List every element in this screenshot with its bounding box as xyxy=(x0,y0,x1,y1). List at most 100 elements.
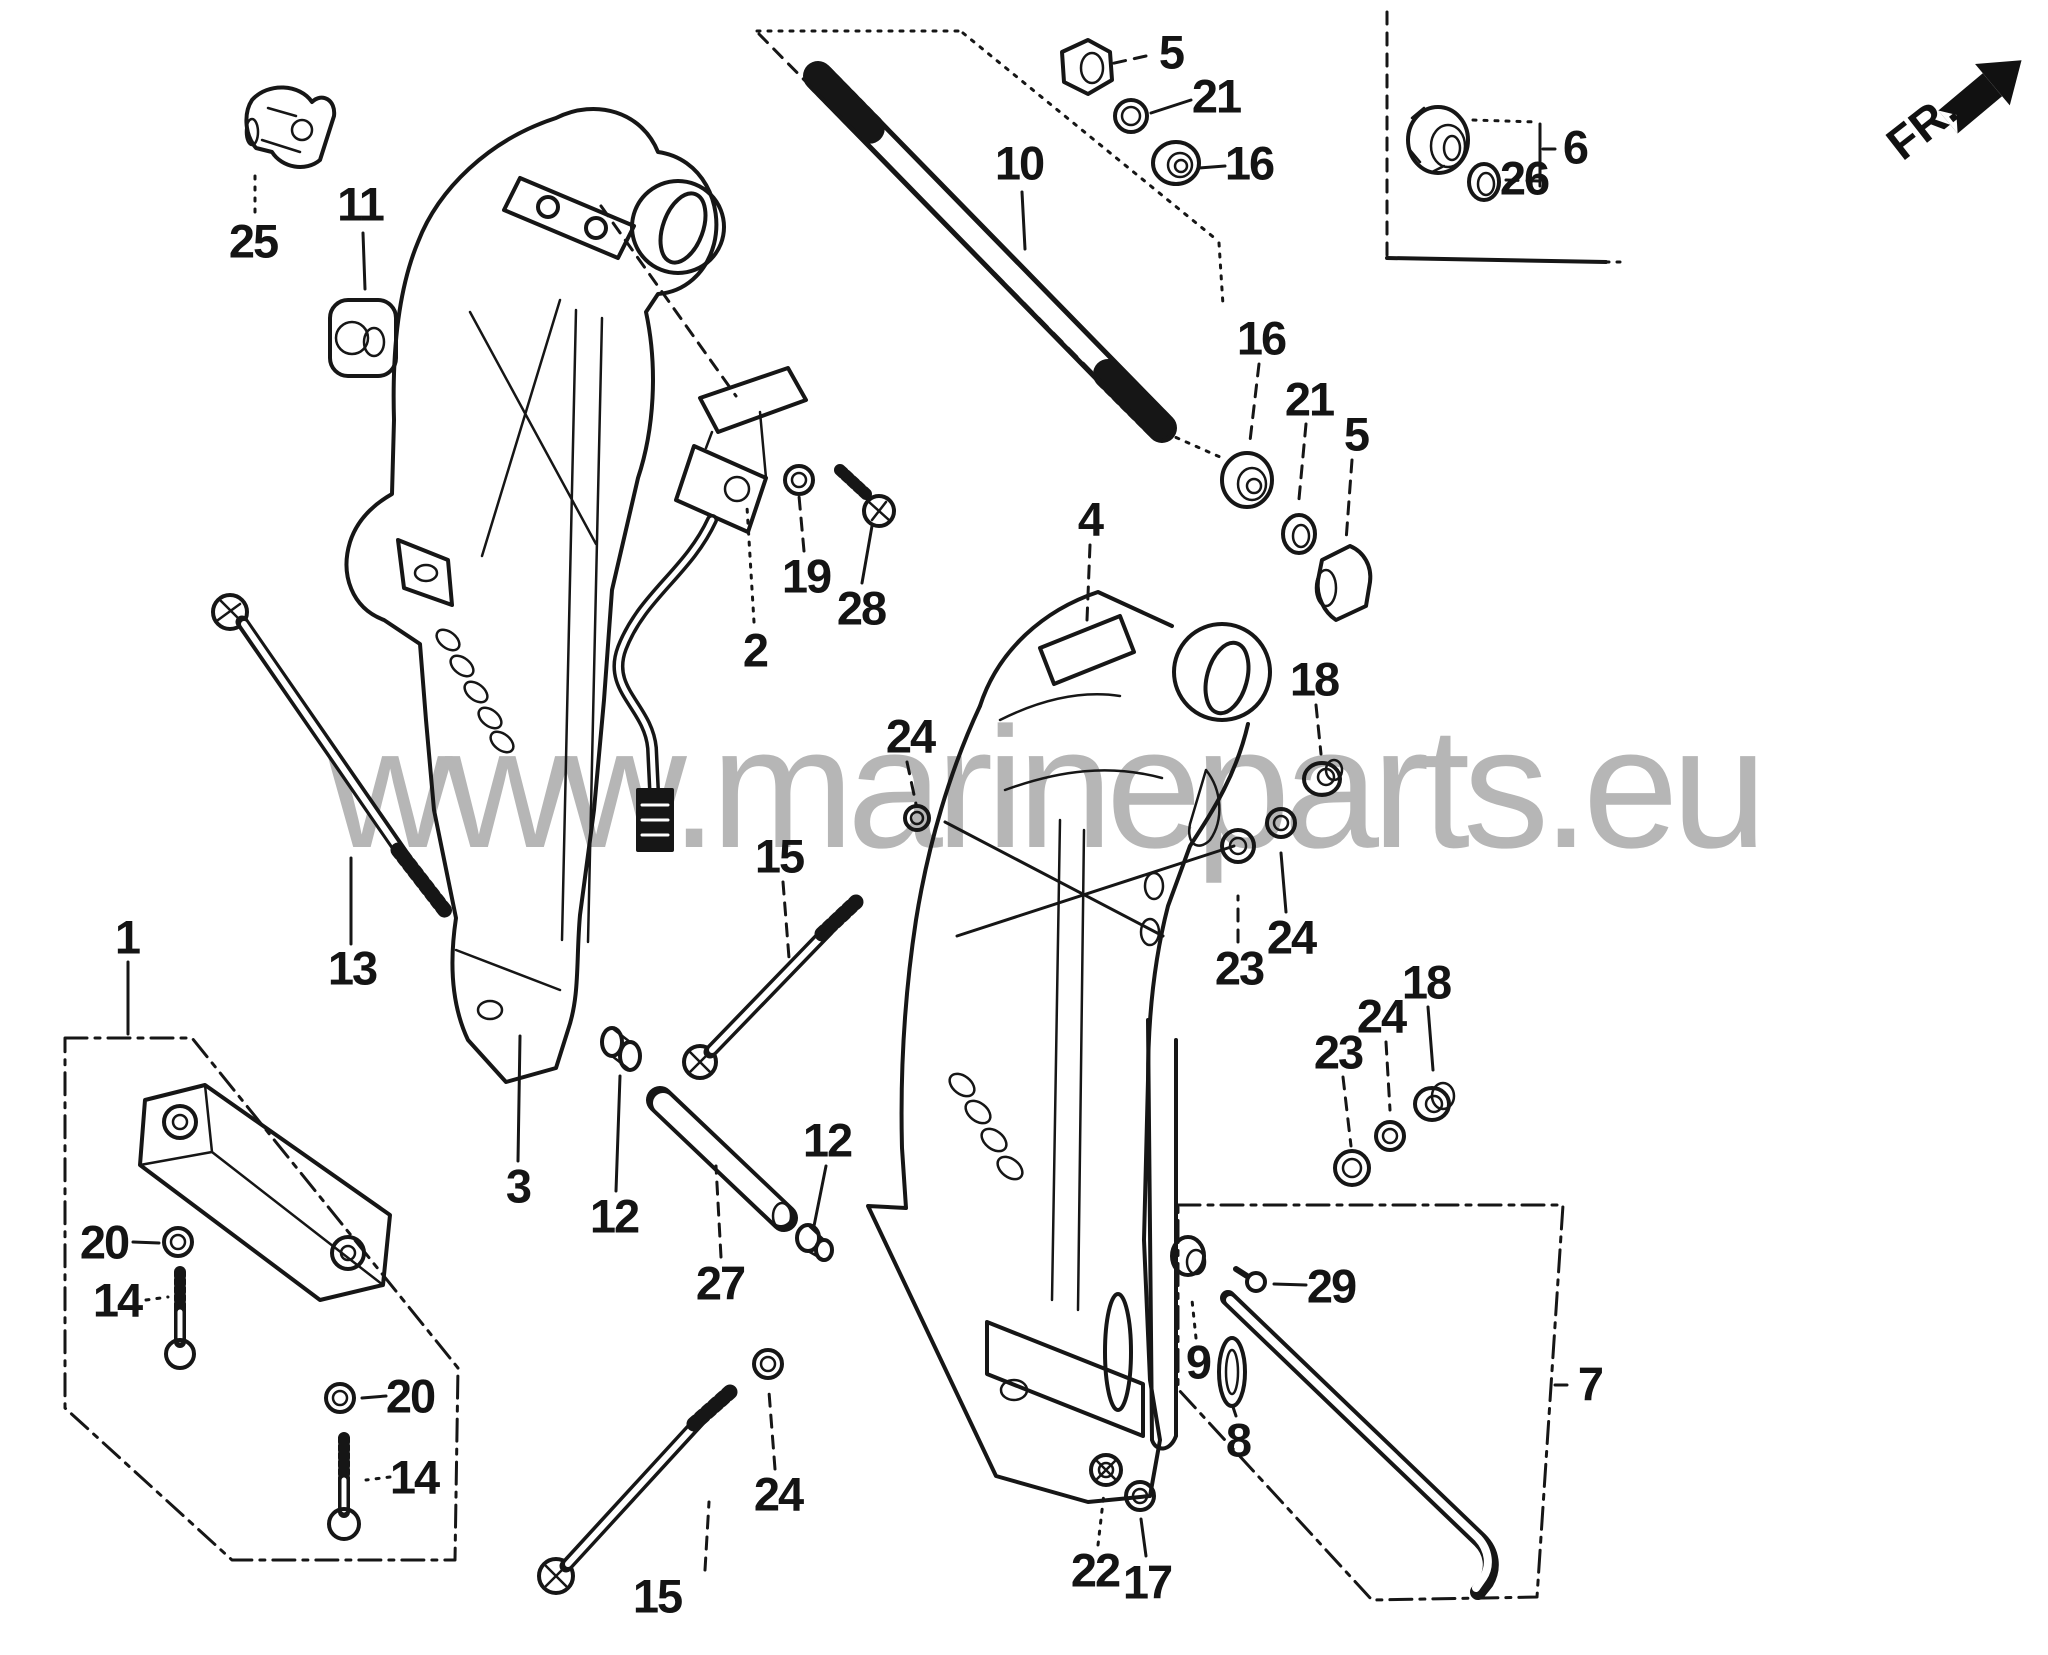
part-callout-24: 24 xyxy=(1356,989,1407,1043)
nut-24-mid-drawing xyxy=(903,804,931,832)
part-callout-20: 20 xyxy=(79,1215,130,1269)
leader-line xyxy=(360,1394,388,1400)
spacer-27-drawing xyxy=(646,1086,798,1232)
part-7-box xyxy=(1176,1203,1565,1602)
leader-line xyxy=(131,1240,161,1245)
leader-line xyxy=(361,231,367,291)
leader-line xyxy=(1164,431,1222,459)
nut-20-left-drawing xyxy=(162,1226,194,1258)
leader-line xyxy=(614,1074,622,1193)
part-callout-15: 15 xyxy=(632,1569,683,1623)
part-callout-24: 24 xyxy=(1266,910,1317,964)
bolt-14-left-drawing xyxy=(164,1266,196,1370)
leader-line xyxy=(1279,851,1288,914)
part-1-box xyxy=(63,1036,460,1562)
leader-line xyxy=(961,31,1219,242)
leader-line xyxy=(1197,164,1227,170)
part-callout-18: 18 xyxy=(1289,652,1340,706)
link-8-drawing xyxy=(1217,1336,1247,1408)
leader-line xyxy=(1217,241,1225,307)
bolt-28-drawing xyxy=(834,464,896,528)
part-6-box xyxy=(1385,10,1630,264)
leader-line xyxy=(1190,1298,1198,1340)
part-callout-25: 25 xyxy=(228,214,279,268)
bolt-15-mid-drawing xyxy=(682,894,864,1080)
part-callout-21: 21 xyxy=(1191,69,1242,123)
washer-21-right xyxy=(1281,513,1317,555)
leader-line xyxy=(1344,458,1354,543)
nut-20-right-drawing xyxy=(324,1382,356,1414)
bushing-nut-6-drawing xyxy=(1406,105,1470,175)
leader-line xyxy=(1020,190,1027,251)
part-callout-16: 16 xyxy=(1224,136,1275,190)
washer-21-top xyxy=(1113,98,1149,134)
leader-line xyxy=(1314,703,1323,756)
part-callout-11: 11 xyxy=(337,177,385,231)
grommet-9-drawing xyxy=(1170,1235,1207,1277)
part-callout-4: 4 xyxy=(1077,492,1104,546)
lower-right-nut-cluster xyxy=(1333,1081,1456,1187)
leader-line xyxy=(1297,422,1308,501)
part-callout-17: 17 xyxy=(1122,1555,1173,1609)
part-callout-19: 19 xyxy=(781,549,832,603)
leader-line xyxy=(364,1475,392,1482)
leader-line xyxy=(905,760,918,806)
leader-line xyxy=(797,494,806,553)
washer-24-bottom-drawing xyxy=(752,1348,784,1380)
part-callout-9: 9 xyxy=(1185,1335,1212,1389)
screw-29-drawing xyxy=(1233,1266,1267,1293)
leader-line xyxy=(1149,98,1193,115)
leader-line xyxy=(812,1164,828,1228)
part-callout-14: 14 xyxy=(92,1273,143,1327)
port-bracket-drawing xyxy=(344,107,726,1084)
leader-line xyxy=(1272,1282,1308,1287)
leader-line xyxy=(1085,543,1092,622)
bolt-14-right-drawing xyxy=(327,1432,361,1541)
part-callout-23: 23 xyxy=(1313,1025,1364,1079)
tilt-stopper-rod-7-drawing xyxy=(1220,1290,1499,1600)
part-callout-28: 28 xyxy=(836,581,887,635)
part-callout-12: 12 xyxy=(802,1113,853,1167)
part-callout-14: 14 xyxy=(389,1450,440,1504)
leader-line xyxy=(1096,1491,1106,1547)
leader-line xyxy=(781,880,791,960)
part-callout-22: 22 xyxy=(1070,1543,1121,1597)
part-callout-5: 5 xyxy=(1343,407,1370,461)
fr-arrow-icon xyxy=(1938,60,2022,134)
leader-line xyxy=(1248,362,1261,443)
part-callout-27: 27 xyxy=(695,1256,746,1310)
leader-lines xyxy=(126,29,1569,1572)
part-callout-15: 15 xyxy=(754,829,805,883)
part-callout-7: 7 xyxy=(1577,1357,1604,1411)
leader-line xyxy=(1108,54,1148,66)
cap-nut-5-top xyxy=(1060,38,1114,96)
leader-line xyxy=(767,1390,777,1471)
washer-19-drawing xyxy=(783,464,815,496)
leader-line xyxy=(943,820,1165,938)
washer-26-drawing xyxy=(1467,162,1501,202)
bolt-13-drawing xyxy=(211,593,454,920)
leader-line xyxy=(757,32,1145,426)
lock-nut-16-top xyxy=(1151,140,1201,186)
leader-line xyxy=(714,1164,723,1259)
leader-line xyxy=(703,1500,711,1572)
part-callout-2: 2 xyxy=(742,623,769,677)
leader-line xyxy=(860,524,874,585)
upper-right-nut-cluster xyxy=(1220,758,1344,864)
part-callout-13: 13 xyxy=(327,941,378,995)
leader-line xyxy=(1471,118,1539,124)
part-callout-6: 6 xyxy=(1562,120,1589,174)
leader-line xyxy=(1231,1405,1238,1418)
leader-line xyxy=(1139,1517,1148,1558)
part-callout-20: 20 xyxy=(385,1369,436,1423)
part-callout-5: 5 xyxy=(1158,25,1185,79)
leader-line xyxy=(955,844,1236,938)
part-callout-16: 16 xyxy=(1236,311,1287,365)
leader-line xyxy=(516,1034,522,1163)
starboard-bracket-drawing xyxy=(866,590,1272,1504)
leader-line xyxy=(745,505,756,624)
trim-switch-drawing xyxy=(612,366,808,852)
leader-line xyxy=(1384,1040,1392,1112)
part-callout-23: 23 xyxy=(1214,941,1265,995)
